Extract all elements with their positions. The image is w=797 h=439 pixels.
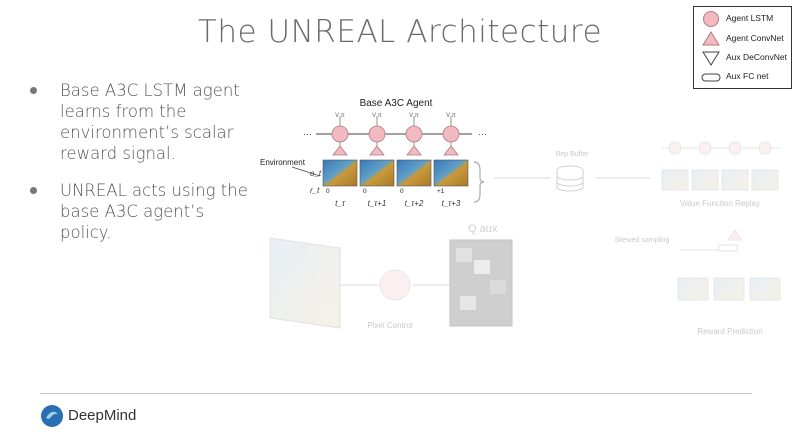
replay-label: Rep Buffer (555, 151, 589, 158)
timestep-3: V π +1 t_τ+3 (433, 113, 469, 208)
lstm-node (331, 125, 349, 143)
frame-image (322, 159, 358, 187)
chain-dots-right: ··· (478, 129, 487, 139)
frame-image (433, 159, 469, 187)
agent-title: Base A3C Agent (360, 98, 433, 109)
bullet-text: UNREAL acts using the base A3C agent’s p… (60, 181, 248, 242)
deepmind-logo-icon (41, 405, 63, 427)
slide-title: The UNREAL Architecture (197, 14, 603, 50)
legend-item-aux-fc-net: Aux FC net (694, 68, 793, 86)
unreal-architecture-diagram: Base A3C Agent ··· ··· V π 0 t_τ V π 0 t… (260, 98, 781, 336)
skewed-sampling-label: Skewed sampling (615, 237, 670, 244)
bullet-item: UNREAL acts using the base A3C agent’s p… (30, 180, 255, 243)
time-label: t_τ+3 (442, 199, 461, 208)
bullet-text: Base A3C LSTM agent learns from the envi… (60, 81, 240, 163)
chain-dots-left: ··· (303, 129, 312, 139)
legend-label: Agent ConvNet (726, 33, 784, 43)
environment-pointer (291, 166, 321, 177)
reward-value: 0 (326, 188, 330, 195)
frame-image (359, 159, 395, 187)
reward-value: +1 (437, 188, 445, 195)
time-label: t_τ+1 (368, 199, 387, 208)
policy-label: V π (446, 113, 456, 119)
lstm-node (405, 125, 423, 143)
legend-label: Aux DeConvNet (726, 52, 787, 62)
brand-name: DeepMind (68, 407, 137, 424)
bullet-dot (30, 87, 37, 94)
q-aux-label: Q aux (468, 223, 498, 235)
pixel-input-frame (269, 237, 341, 329)
q-aux-grid (449, 239, 513, 327)
convnet-node (332, 145, 348, 156)
value-replay-label: Value Function Replay (680, 199, 760, 208)
legend-label: Aux FC net (726, 71, 769, 81)
environment-label: Environment (260, 158, 306, 167)
triangle-up-icon (702, 31, 720, 46)
lstm-node (368, 125, 386, 143)
time-label: t_τ (335, 199, 346, 208)
brace (473, 161, 485, 203)
bullet-item: Base A3C LSTM agent learns from the envi… (30, 80, 255, 164)
auxiliary-tasks-faded: Rep Buffer Value Function Replay Skewed … (269, 141, 781, 336)
timestep-0: V π 0 t_τ (322, 113, 358, 208)
policy-label: V π (409, 113, 419, 119)
bullet-list: Base A3C LSTM agent learns from the envi… (30, 80, 255, 259)
replay-buffer-icon (556, 165, 584, 192)
circle-icon (703, 11, 719, 27)
triangle-down-icon (702, 51, 720, 66)
legend-item-aux-deconvnet: Aux DeConvNet (694, 49, 793, 67)
policy-label: V π (335, 113, 345, 119)
reward-prediction-label: Reward Prediction (697, 327, 762, 336)
lstm-node (442, 125, 460, 143)
reward-label: r_t (310, 186, 320, 195)
convnet-node (369, 145, 385, 156)
pixel-control-label: Pixel Control (367, 321, 413, 330)
legend-label: Agent LSTM (726, 13, 774, 23)
rounded-rect-icon (701, 73, 721, 82)
obs-label: o_t (310, 169, 322, 178)
timestep-1: V π 0 t_τ+1 (359, 113, 395, 208)
legend-item-agent-lstm: Agent LSTM (694, 10, 793, 28)
reward-value: 0 (400, 188, 404, 195)
time-label: t_τ+2 (405, 199, 424, 208)
frame-image (396, 159, 432, 187)
bullet-dot (30, 187, 37, 194)
legend-item-agent-convnet: Agent ConvNet (694, 30, 793, 48)
convnet-node (443, 145, 459, 156)
timestep-2: V π 0 t_τ+2 (396, 113, 432, 208)
policy-label: V π (372, 113, 382, 119)
reward-value: 0 (363, 188, 367, 195)
footer-divider (40, 393, 752, 394)
convnet-node (406, 145, 422, 156)
legend-box: Agent LSTM Agent ConvNet Aux DeConvNet A… (693, 6, 792, 89)
